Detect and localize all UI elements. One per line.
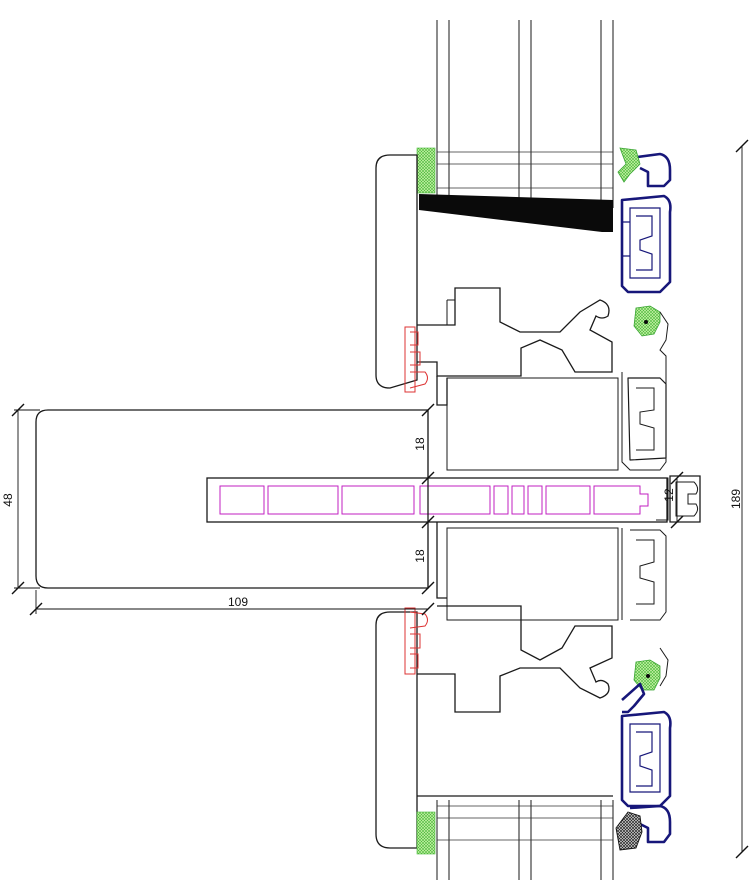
lower-green-seals (633, 659, 661, 691)
lower-frame-left-web (621, 528, 669, 687)
lower-setting-block-mesh (416, 811, 436, 855)
black-spacer-wedge (419, 194, 613, 232)
lower-red-insert (404, 607, 428, 675)
dimension-189: 189 (729, 139, 749, 859)
right-connector-piece (656, 475, 701, 523)
dimension-109: 109 (29, 590, 435, 616)
dimension-18-upper: 18 (413, 403, 435, 485)
upper-frame-profile (375, 154, 619, 471)
dimension-109-label: 109 (228, 595, 248, 609)
left-reveal-block (35, 409, 429, 589)
upper-frame-right-web (621, 311, 669, 471)
upper-green-seals (617, 147, 661, 337)
dimension-12-label: 12 (662, 488, 676, 502)
dimension-18-upper-label: 18 (413, 437, 427, 451)
lower-navy-gaskets (620, 682, 672, 844)
lower-frame-profile (375, 522, 619, 849)
lower-dark-hatched-seal (615, 811, 643, 851)
upper-setting-block-mesh (416, 147, 436, 194)
dimension-189-label: 189 (729, 489, 743, 509)
dimension-48: 48 (1, 403, 40, 595)
dimension-18-lower: 18 (413, 515, 435, 595)
lower-glazing-unit (417, 795, 614, 880)
upper-red-insert (404, 326, 428, 393)
upper-navy-gaskets (620, 152, 672, 294)
dimension-18-lower-label: 18 (413, 549, 427, 563)
glazing-strip (206, 477, 668, 523)
dimension-48-label: 48 (1, 493, 15, 507)
upper-glazing-unit (436, 20, 614, 208)
dimension-12: 12 (662, 471, 684, 529)
